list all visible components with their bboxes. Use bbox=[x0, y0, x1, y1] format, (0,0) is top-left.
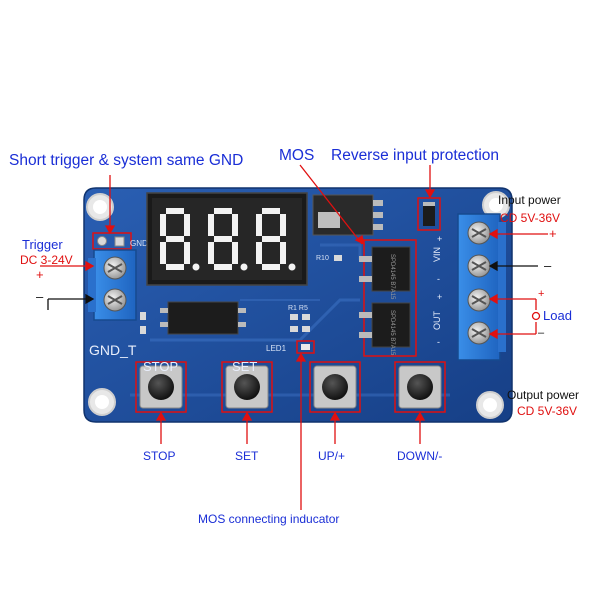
digit-3-segment-2 bbox=[262, 236, 280, 242]
digit-3-decimal-point bbox=[288, 263, 296, 271]
power-terminal-block bbox=[457, 213, 506, 361]
set-push-button[interactable] bbox=[221, 361, 273, 413]
digit-3-segment-6 bbox=[256, 242, 262, 264]
annotation-black-lines bbox=[47, 260, 538, 310]
terminal-screw-out-plus bbox=[467, 288, 491, 312]
digit-1-segment-2 bbox=[166, 236, 184, 242]
label-trigger: Trigger bbox=[22, 237, 63, 252]
label-input-minus: – bbox=[544, 258, 552, 273]
board-label-out-minus: - bbox=[437, 337, 440, 347]
led-indicator bbox=[296, 340, 315, 354]
digit-1-decimal-point bbox=[192, 263, 200, 271]
mounting-hole-top-left bbox=[86, 193, 114, 221]
board-label-set: SET bbox=[232, 359, 257, 374]
label-stop-button: STOP bbox=[143, 449, 176, 463]
up-push-button[interactable] bbox=[309, 361, 361, 413]
digit-2-segment-4 bbox=[208, 214, 214, 236]
digit-1-segment-5 bbox=[184, 214, 190, 236]
label-set-button: SET bbox=[235, 449, 259, 463]
digit-3-segment-3 bbox=[262, 264, 280, 270]
digit-3-segment-4 bbox=[256, 214, 262, 236]
trigger-terminal-block bbox=[88, 249, 137, 321]
label-output-power: Output power bbox=[507, 388, 580, 402]
digit-2-segment-2 bbox=[214, 236, 232, 242]
mounting-hole-bottom-right bbox=[476, 391, 504, 419]
stop-push-button[interactable] bbox=[135, 361, 187, 413]
digit-1-segment-4 bbox=[160, 214, 166, 236]
label-reverse-protection: Reverse input protection bbox=[331, 147, 500, 164]
board-label-vin: VIN bbox=[432, 247, 442, 262]
label-load: Load bbox=[543, 308, 572, 323]
board-label-gnd-t: GND_T bbox=[89, 342, 137, 358]
board-label-out-plus: + bbox=[437, 292, 442, 302]
terminal-screw-vin-plus bbox=[467, 221, 491, 245]
digit-2-segment-1 bbox=[214, 208, 232, 214]
display-digits bbox=[160, 208, 296, 271]
label-input-plus: + bbox=[549, 226, 557, 241]
mos-chip-1-marking: SPD4145 B7A15 bbox=[389, 254, 395, 300]
mos-chips-group bbox=[359, 239, 417, 357]
label-down-button: DOWN/- bbox=[397, 449, 443, 463]
board-label-vin-plus: + bbox=[437, 234, 442, 244]
mounting-hole-bottom-left bbox=[88, 388, 116, 416]
digit-2-decimal-point bbox=[240, 263, 248, 271]
label-mos-indicator: MOS connecting inducator bbox=[198, 512, 340, 526]
label-trigger-voltage: DC 3-24V bbox=[20, 253, 73, 267]
reverse-protection-diode bbox=[417, 197, 441, 231]
label-up-button: UP/+ bbox=[318, 449, 346, 463]
digit-2-segment-6 bbox=[208, 242, 214, 264]
digit-1-segment-6 bbox=[160, 242, 166, 264]
seven-segment-display bbox=[146, 192, 308, 286]
small-components bbox=[140, 255, 342, 335]
label-input-power: Input power bbox=[498, 193, 561, 207]
label-load-plus: + bbox=[538, 288, 545, 300]
annotation-leader-lines bbox=[40, 164, 548, 510]
short-trigger-pads bbox=[92, 232, 132, 250]
digit-2-segment-5 bbox=[232, 214, 238, 236]
board-label-stop: STOP bbox=[143, 359, 178, 374]
board-label-r10: R10 bbox=[316, 255, 329, 262]
digit-2-segment-7 bbox=[232, 242, 238, 264]
digit-1-segment-1 bbox=[166, 208, 184, 214]
label-load-minus: – bbox=[538, 327, 545, 339]
label-trigger-minus: – bbox=[36, 289, 44, 304]
digit-1-segment-7 bbox=[184, 242, 190, 264]
board-label-led1: LED1 bbox=[266, 344, 287, 353]
mos-chip-2-marking: SPD4145 B7A15 bbox=[389, 310, 395, 356]
digit-2-segment-3 bbox=[214, 264, 232, 270]
terminal-screw-vin-minus bbox=[467, 254, 491, 278]
regulator-chip bbox=[312, 194, 383, 236]
label-mos: MOS bbox=[279, 147, 315, 164]
down-push-button[interactable] bbox=[394, 361, 446, 413]
board-label-r1-r5: R1 R5 bbox=[288, 305, 308, 312]
board-label-vin-minus: - bbox=[437, 274, 440, 284]
label-output-voltage: CD 5V-36V bbox=[517, 404, 578, 418]
digit-3-segment-7 bbox=[280, 242, 286, 264]
label-short-trigger: Short trigger & system same GND bbox=[9, 152, 244, 169]
board-label-gnd: GND bbox=[130, 239, 148, 248]
board-label-out: OUT bbox=[432, 311, 442, 331]
digit-1-segment-3 bbox=[166, 264, 184, 270]
digit-3-segment-5 bbox=[280, 214, 286, 236]
digit-3-segment-1 bbox=[262, 208, 280, 214]
terminal-screw-out-minus bbox=[467, 321, 491, 345]
label-input-voltage: CD 5V-36V bbox=[500, 211, 561, 225]
label-trigger-plus: + bbox=[36, 267, 44, 282]
